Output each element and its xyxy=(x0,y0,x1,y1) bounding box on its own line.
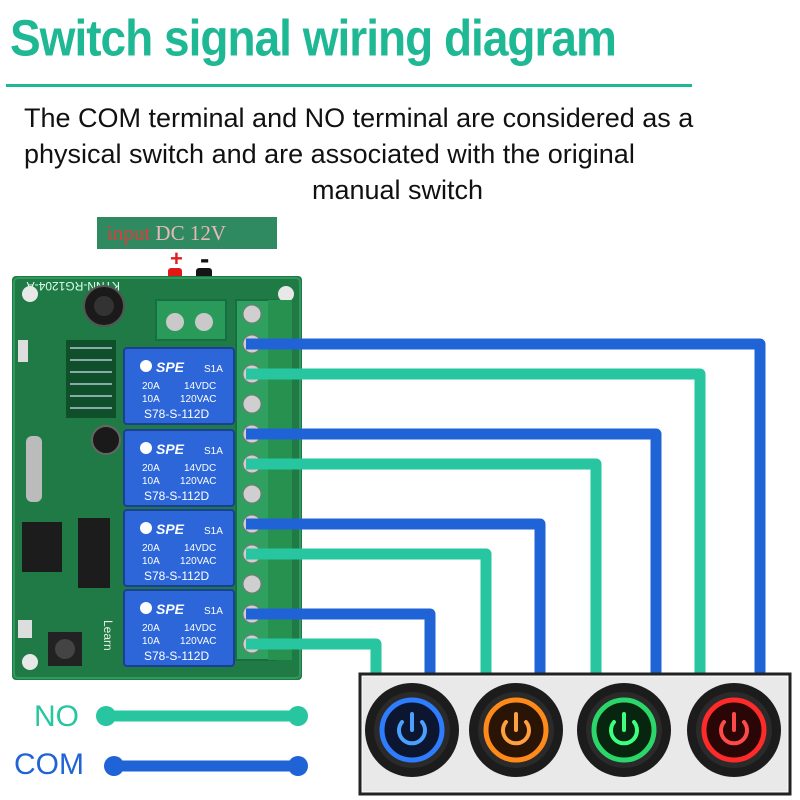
mount-hole xyxy=(278,286,294,302)
relay-model: S78-S-112D xyxy=(144,407,209,421)
relay-rating: 14VDC xyxy=(184,623,216,634)
power-input-label: input DC 12V xyxy=(97,217,277,249)
no-wire-1 xyxy=(246,638,382,676)
relay: SPE S1A 20A 14VDC 10A 120VAC S78-S-112D xyxy=(123,429,235,507)
diagram-title: Switch signal wiring diagram xyxy=(10,9,617,67)
signal-wires xyxy=(246,338,766,676)
relay-rating: 10A xyxy=(142,636,160,647)
relay-code: S1A xyxy=(204,526,223,537)
relays: SPE S1A 20A 14VDC 10A 120VAC S78-S-112D … xyxy=(123,347,235,667)
relay-rating: 10A xyxy=(142,556,160,567)
mount-hole xyxy=(22,654,38,670)
relay-rating: 120VAC xyxy=(180,476,217,487)
power-input-word: input xyxy=(107,221,151,245)
power-icon xyxy=(501,720,531,746)
minus-sign: - xyxy=(200,243,209,274)
no-wire-3 xyxy=(246,458,602,676)
relay-code: S1A xyxy=(204,606,223,617)
relay-model: S78-S-112D xyxy=(144,489,209,503)
switch-green xyxy=(577,683,671,777)
relay-rating: 20A xyxy=(142,623,160,634)
com-wire-4 xyxy=(246,338,766,676)
relay: SPE S1A 20A 14VDC 10A 120VAC S78-S-112D xyxy=(123,347,235,425)
capacitor xyxy=(91,425,121,455)
title-underline xyxy=(6,84,692,87)
power-icon xyxy=(609,720,639,746)
relay-rating: 14VDC xyxy=(184,463,216,474)
relay-brand: SPE xyxy=(156,521,185,537)
relay-rating: 14VDC xyxy=(184,381,216,392)
relay-rating: 10A xyxy=(142,476,160,487)
relay-rating: 120VAC xyxy=(180,394,217,405)
relay-rating: 120VAC xyxy=(180,556,217,567)
description: The COM terminal and NO terminal are con… xyxy=(24,100,784,208)
switch-red xyxy=(687,683,781,777)
power-voltage: DC 12V xyxy=(155,221,227,245)
relay-rating: 10A xyxy=(142,394,160,405)
com-wire-2 xyxy=(246,518,546,676)
relay-code: S1A xyxy=(204,364,223,375)
switch-orange xyxy=(469,683,563,777)
learn-label: Learn xyxy=(101,620,115,651)
legend-no-label: NO xyxy=(34,700,79,733)
plus-sign: + xyxy=(170,246,183,271)
relay: SPE S1A 20A 14VDC 10A 120VAC S78-S-112D xyxy=(123,509,235,587)
antenna-coil xyxy=(66,340,116,418)
description-line-2: physical switch and are associated with … xyxy=(24,139,635,169)
relay-model: S78-S-112D xyxy=(144,649,209,663)
switch-blue xyxy=(365,683,459,777)
chip xyxy=(22,522,62,572)
com-wire-3 xyxy=(246,428,662,676)
relay-rating: 20A xyxy=(142,463,160,474)
legend-com-label: COM xyxy=(14,748,84,781)
description-line-3: manual switch xyxy=(312,175,484,205)
mount-hole xyxy=(22,286,38,302)
crystal xyxy=(26,436,42,502)
output-terminal-strip xyxy=(235,299,292,661)
relay-brand: SPE xyxy=(156,601,185,617)
power-icon xyxy=(397,720,427,746)
relay-rating: 120VAC xyxy=(180,636,217,647)
relay-rating: 20A xyxy=(142,381,160,392)
relay-brand: SPE xyxy=(156,441,185,457)
power-icon xyxy=(719,720,749,746)
relay-model: S78-S-112D xyxy=(144,569,209,583)
relay: SPE S1A 20A 14VDC 10A 120VAC S78-S-112D xyxy=(123,589,235,667)
switch-panel xyxy=(358,672,792,796)
no-wire-2 xyxy=(246,548,492,676)
relay-rating: 20A xyxy=(142,543,160,554)
chip xyxy=(78,518,110,588)
legend xyxy=(96,706,308,776)
relay-rating: 14VDC xyxy=(184,543,216,554)
description-line-1: The COM terminal and NO terminal are con… xyxy=(24,103,694,133)
com-wire-1 xyxy=(246,608,436,676)
no-wire-4 xyxy=(246,368,706,676)
relay-code: S1A xyxy=(204,446,223,457)
relay-brand: SPE xyxy=(156,359,185,375)
